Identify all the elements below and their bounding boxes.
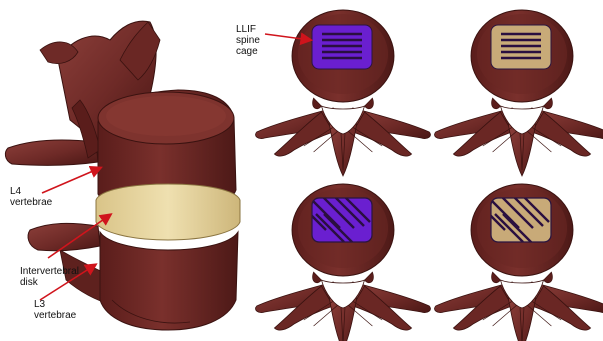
vertebra-bottom-left	[255, 184, 430, 341]
l4-label: L4 vertebrae	[10, 186, 52, 208]
l3-label: L3 vertebrae	[34, 299, 76, 321]
vertebra-top-right	[434, 10, 603, 176]
disk-label: Intervertebral disk	[20, 266, 79, 288]
vertebra-bottom-right	[434, 184, 603, 341]
vertebra-top-left	[255, 10, 430, 176]
cage-label: LLIF spine cage	[236, 24, 260, 57]
